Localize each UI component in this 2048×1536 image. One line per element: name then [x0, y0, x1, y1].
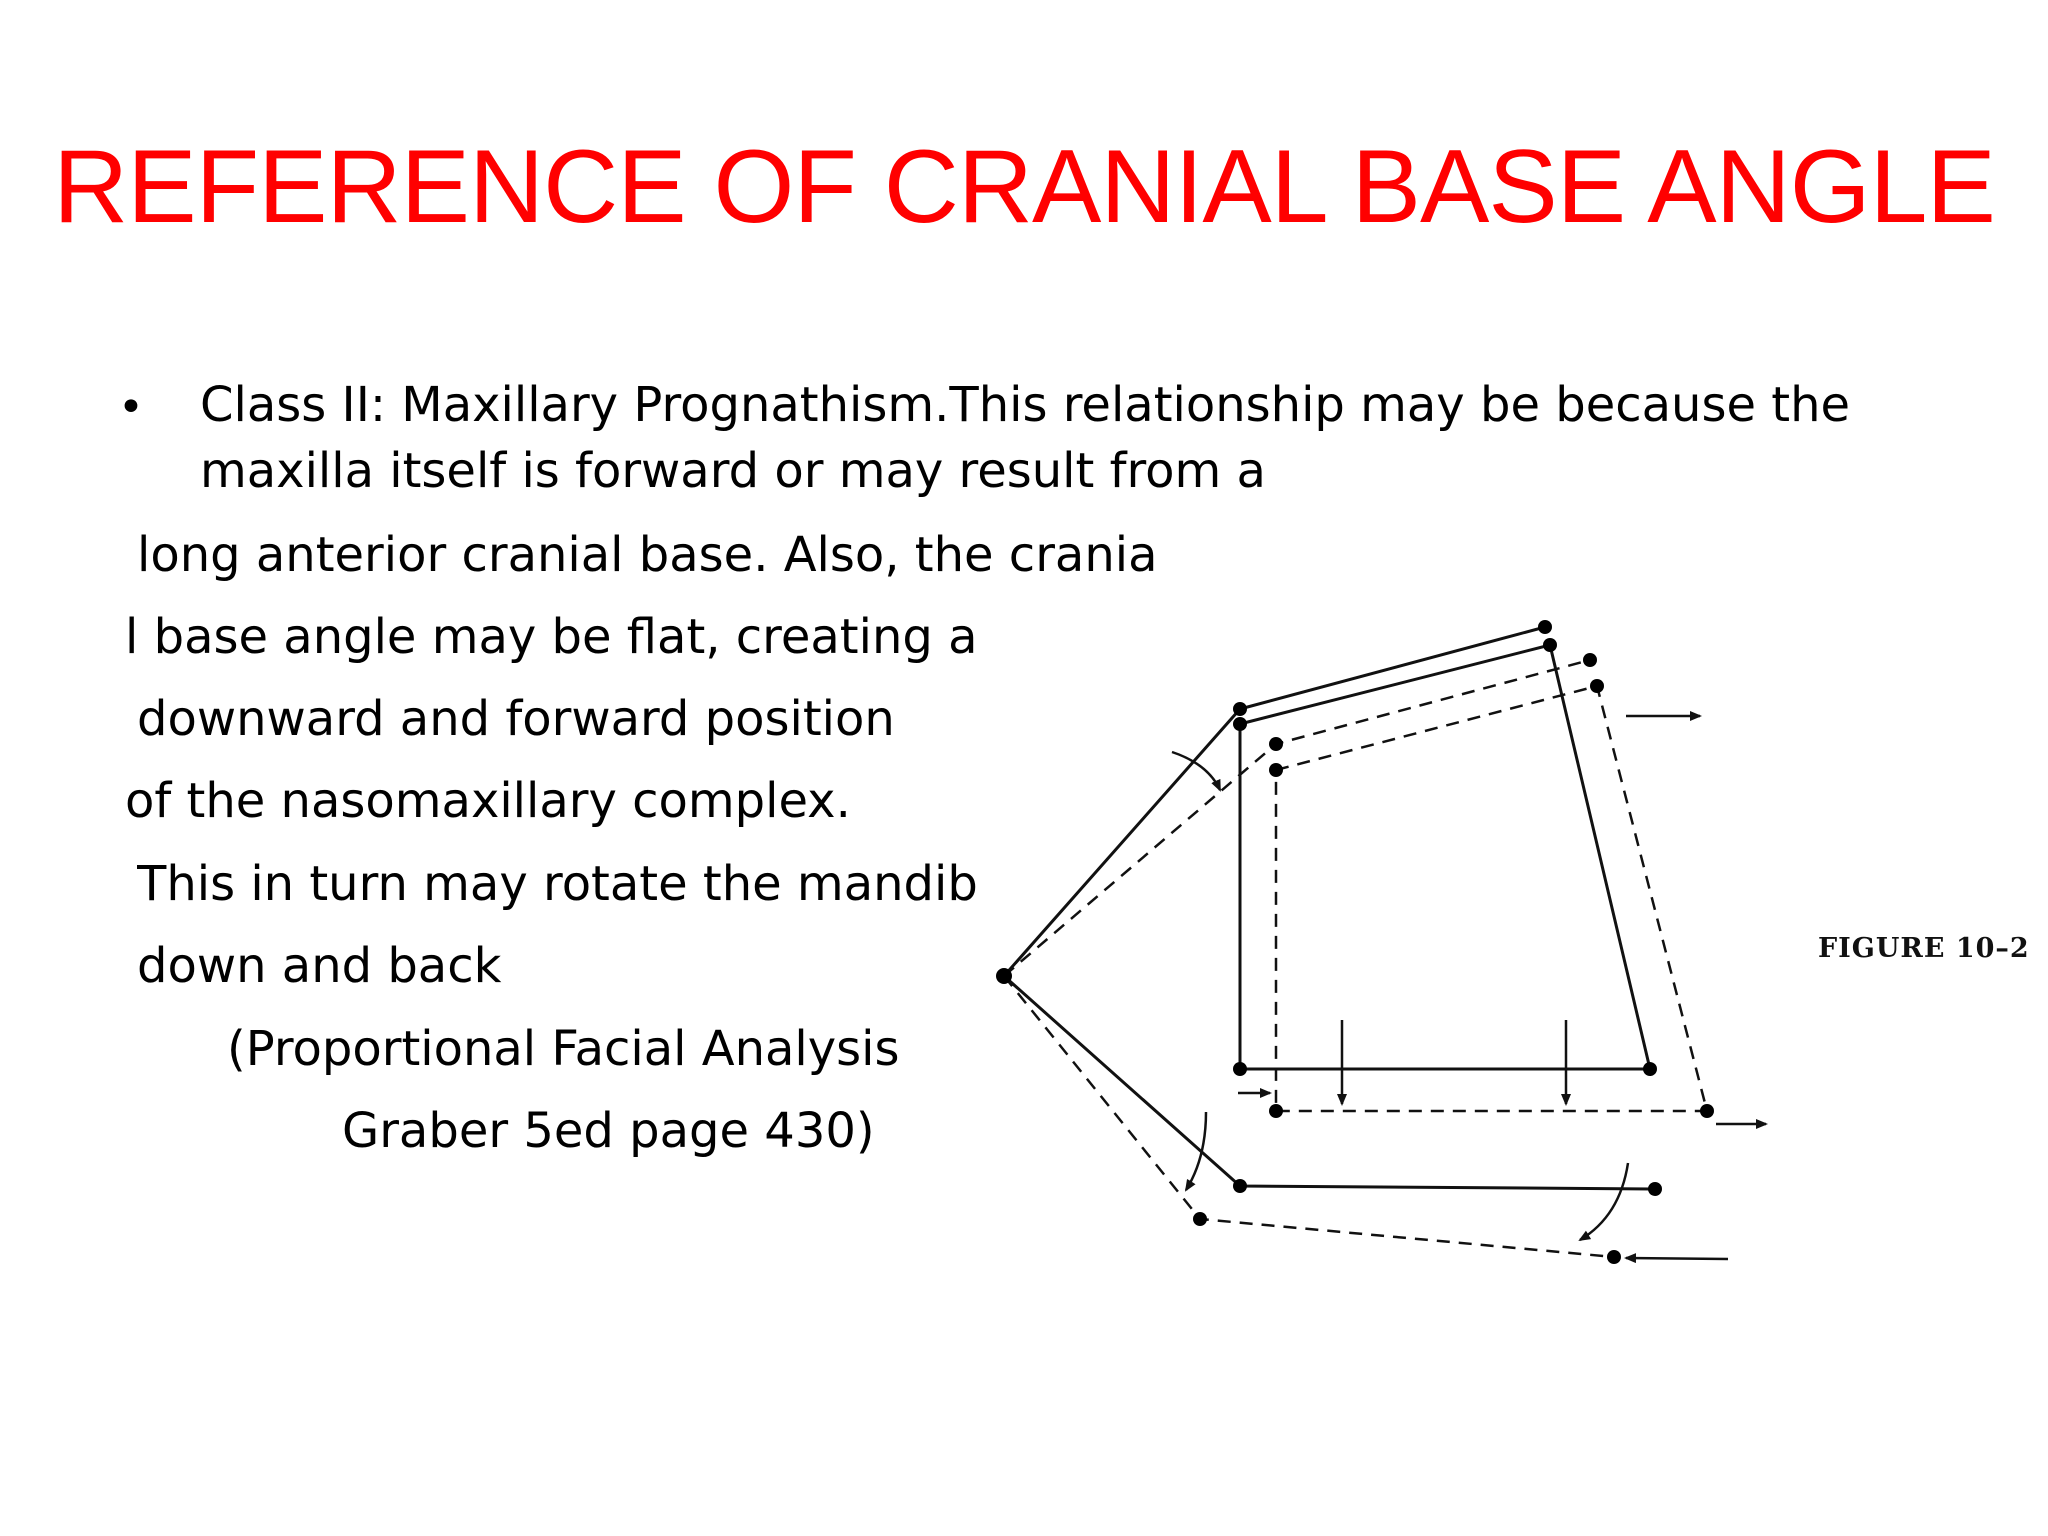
text-line-7: This in turn may rotate the mandibl	[137, 856, 977, 912]
landmark-points	[996, 620, 1714, 1264]
slide-title: REFERENCE OF CRANIAL BASE ANGLE	[53, 129, 1996, 245]
text-line-10: Graber 5ed page 430)	[342, 1103, 875, 1159]
text-line-1: Class II: Maxillary Prognathism.This rel…	[200, 377, 1851, 433]
text-line-2: maxilla itself is forward or may result …	[200, 443, 1266, 499]
text-line-9: (Proportional Facial Analysis	[227, 1021, 900, 1077]
text-line-6: of the nasomaxillary complex.	[125, 773, 851, 829]
text-line-3: long anterior cranial base. Also, the cr…	[137, 527, 1158, 583]
movement-arrows	[1171, 711, 1768, 1264]
solid-outline	[1002, 625, 1656, 1191]
text-line-8: down and back	[137, 938, 502, 994]
figure-label: FIGURE 10–2	[1818, 933, 2030, 964]
dashed-outline	[1003, 658, 1709, 1259]
text-line-4: l base angle may be flat, creating a	[125, 609, 978, 665]
text-line-5: downward and forward position	[137, 691, 895, 747]
bullet-point: •	[118, 382, 144, 433]
